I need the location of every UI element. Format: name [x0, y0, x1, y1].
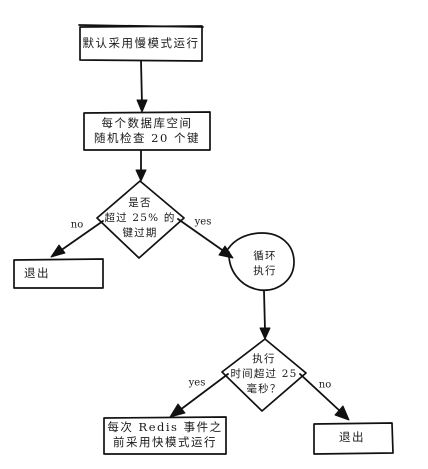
exit-left-label: 退出: [24, 266, 50, 280]
fast-mode-line1: 每次 Redis 事件之: [107, 420, 222, 434]
fast-mode-line2: 前采用快模式运行: [113, 435, 217, 449]
check-time-line1: 执行: [252, 352, 275, 365]
sample-node-line2: 随机检查 20 个键: [94, 131, 200, 145]
check-time-line2: 时间超过 25: [230, 367, 297, 380]
start-node-label: 默认采用慢模式运行: [83, 36, 200, 50]
fast-mode-node: 每次 Redis 事件之 前采用快模式运行: [103, 416, 227, 455]
check-time-line3: 毫秒？: [246, 382, 281, 395]
check-expired-line3: 键过期: [122, 226, 157, 239]
check-expired-decision: 是否 超过 25% 的 键过期: [96, 180, 185, 259]
check-time-decision: 执行 时间超过 25 毫秒？: [221, 338, 307, 412]
exit-right-node: 退出: [313, 422, 394, 455]
sample-node-line1: 每个数据库空间: [102, 116, 193, 130]
edge-time-yes: yes: [169, 373, 229, 418]
edge-time-no-label: no: [319, 380, 331, 391]
sample-node: 每个数据库空间 随机检查 20 个键: [83, 111, 211, 151]
check-expired-line1: 是否: [128, 197, 151, 209]
edge-expired-yes-label: yes: [194, 217, 212, 228]
edge-loop-to-check-time: [259, 290, 271, 340]
edge-sample-to-check-expired: [135, 150, 147, 182]
loop-node-line1: 循环: [253, 249, 276, 262]
check-expired-line2: 超过 25% 的: [104, 211, 175, 224]
exit-left-node: 退出: [13, 258, 104, 289]
loop-node: 循环 执行: [227, 232, 295, 291]
edge-time-yes-label: yes: [188, 378, 206, 389]
exit-right-label: 退出: [339, 430, 365, 444]
edge-time-no: no: [299, 373, 350, 421]
start-node: 默认采用慢模式运行: [78, 24, 204, 62]
loop-node-line2: 执行: [253, 264, 276, 277]
edge-expired-no-label: no: [71, 220, 83, 231]
edge-expired-no: no: [50, 220, 104, 258]
edge-expired-yes: yes: [177, 217, 234, 259]
edge-start-to-sample: [136, 60, 148, 113]
